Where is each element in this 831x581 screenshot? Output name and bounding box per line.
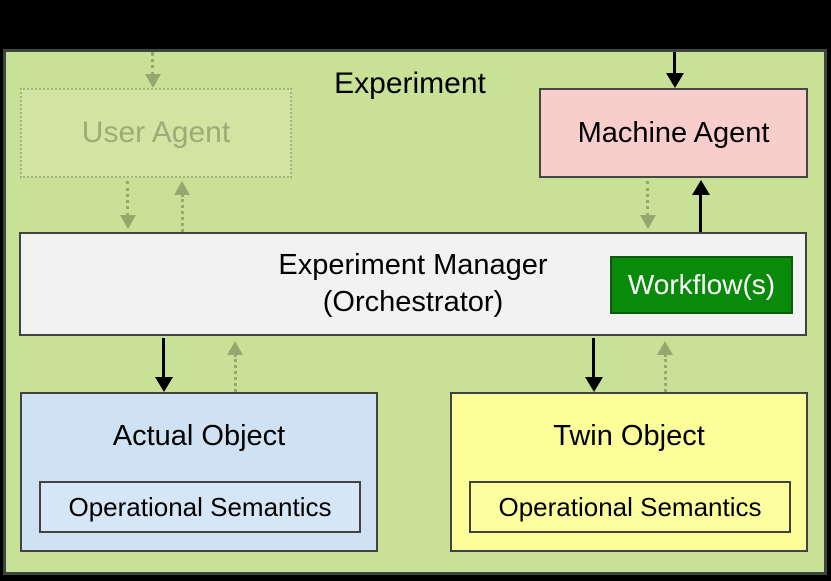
experiment-manager-label-line1: Experiment Manager (278, 249, 548, 281)
arrowhead-down-icon (155, 377, 173, 392)
arrow-stem (699, 193, 702, 232)
arrowhead-up-icon (174, 181, 190, 195)
arrowhead-down-icon (666, 73, 684, 88)
arrow-stem (181, 194, 184, 232)
actual-operational-semantics-box: Operational Semantics (39, 481, 361, 533)
arrow-stem (664, 354, 667, 392)
machine-agent-label: Machine Agent (577, 116, 770, 149)
twin-operational-semantics-label: Operational Semantics (498, 491, 762, 522)
arrow-stem (234, 354, 237, 392)
twin-object-node: Twin Object Operational Semantics (450, 392, 808, 552)
experiment-title: Experiment (334, 67, 486, 100)
arrowhead-up-icon (657, 341, 673, 355)
user-agent-label: User Agent (81, 116, 231, 149)
experiment-manager-label-line2: (Orchestrator) (322, 286, 504, 318)
arrow-stem (126, 181, 129, 216)
arrow-stem (592, 338, 595, 378)
arrowhead-down-icon (145, 74, 161, 88)
arrow-stem (673, 52, 676, 76)
user-agent-node: User Agent (20, 88, 292, 178)
actual-object-label: Actual Object (112, 420, 286, 452)
arrowhead-up-icon (692, 180, 710, 195)
twin-object-label: Twin Object (553, 420, 705, 452)
twin-operational-semantics-box: Operational Semantics (469, 481, 791, 533)
workflow-label: Workflow(s) (627, 269, 776, 300)
arrow-stem (151, 52, 154, 76)
machine-agent-node: Machine Agent (539, 88, 808, 178)
arrowhead-down-icon (585, 377, 603, 392)
arrow-stem (646, 181, 649, 216)
actual-object-node: Actual Object Operational Semantics (20, 392, 378, 552)
arrow-stem (162, 338, 165, 378)
actual-operational-semantics-label: Operational Semantics (68, 491, 332, 522)
experiment-manager-node: Experiment Manager (Orchestrator) (19, 232, 807, 336)
workflow-node: Workflow(s) (610, 256, 793, 314)
arrowhead-down-icon (120, 215, 136, 229)
arrowhead-up-icon (227, 341, 243, 355)
arrowhead-down-icon (640, 215, 656, 229)
